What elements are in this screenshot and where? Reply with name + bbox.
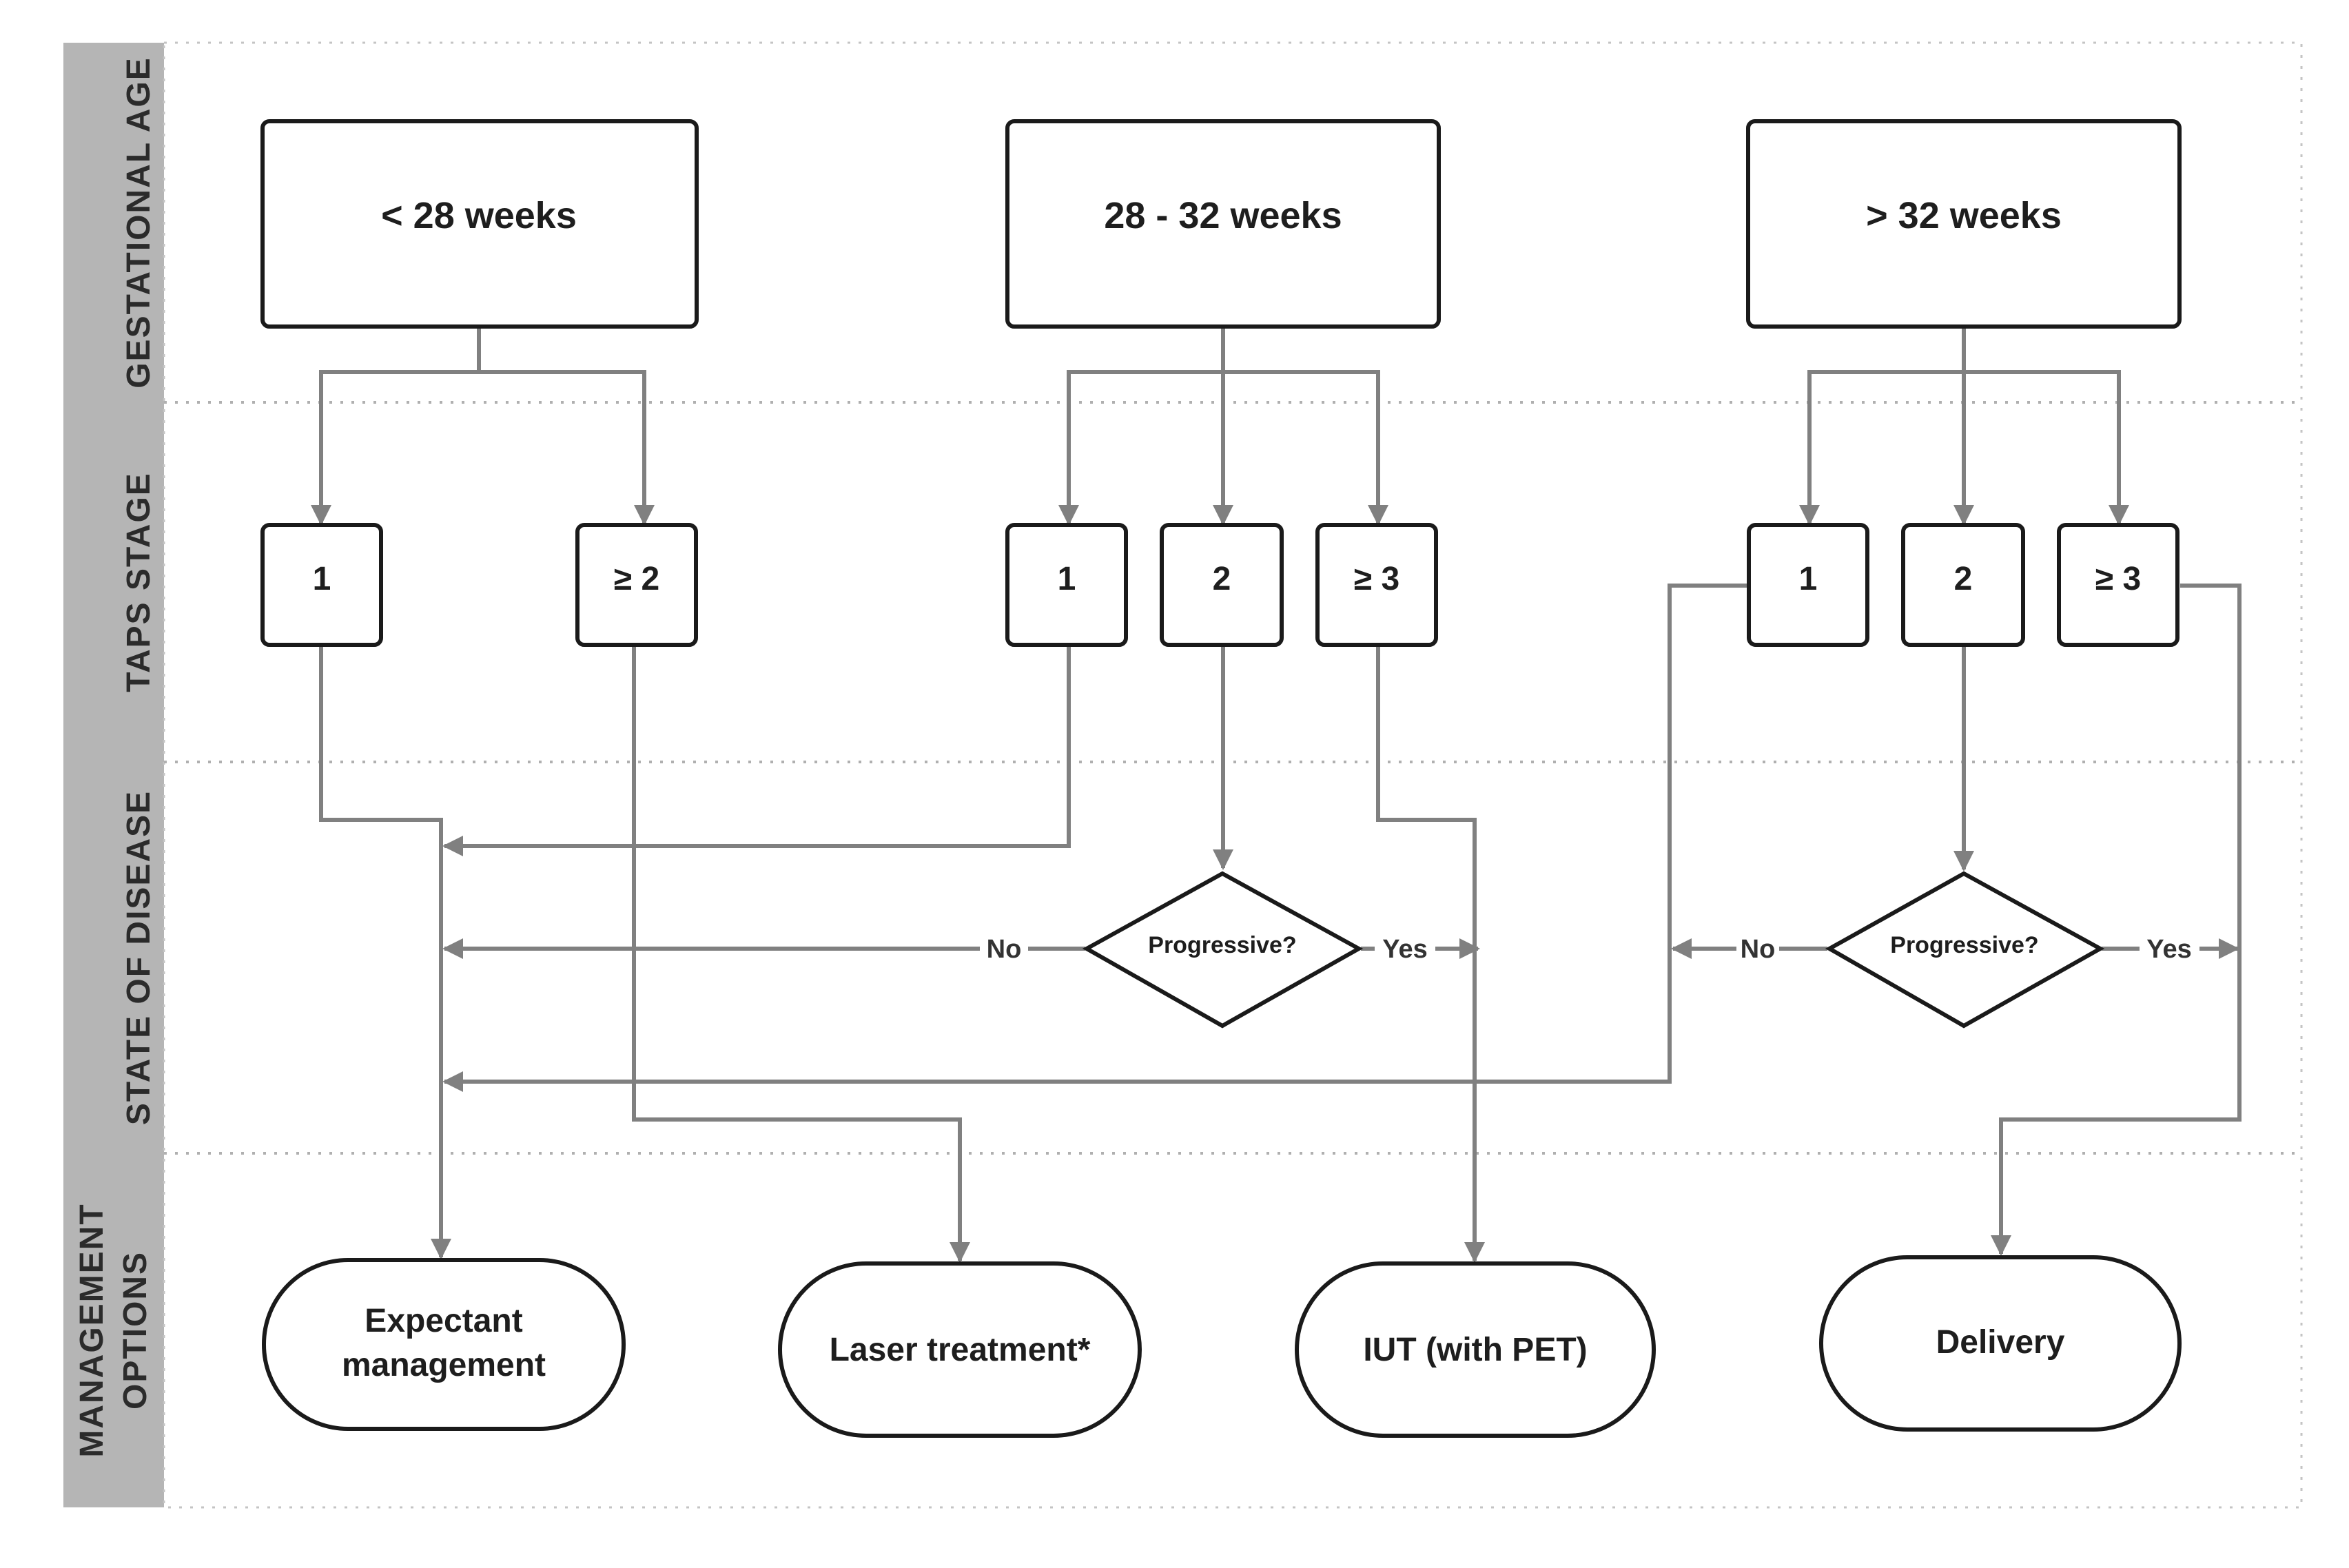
edge-gt32-to-stage1 <box>1799 327 1966 526</box>
outcome-expectant-management: Expectant management <box>262 1258 626 1431</box>
gestation-box-lt28: < 28 weeks <box>260 119 699 329</box>
stage-box-mid-2: 2 <box>1160 523 1284 647</box>
diagram-frame <box>163 41 2303 1509</box>
gestation-label-gt32: > 32 weeks <box>1866 195 2062 236</box>
edge-gt32-stage1-to-expectant <box>442 584 1747 1092</box>
edge-lt28-to-stage1 <box>311 327 481 526</box>
stage-box-lt28-2plus: ≥ 2 <box>575 523 698 647</box>
stage-box-mid-3plus: ≥ 3 <box>1315 523 1438 647</box>
edge-mid-stage1-to-expectant <box>442 646 1071 856</box>
stage-box-gt32-1: 1 <box>1747 523 1869 647</box>
stage-label: ≥ 3 <box>1354 561 1399 597</box>
outcome-delivery: Delivery <box>1819 1255 2182 1432</box>
edge-lt28-stage1-to-expectant <box>319 646 451 1259</box>
stage-box-gt32-2: 2 <box>1901 523 2025 647</box>
edge-lt28-to-stage2plus <box>479 370 655 526</box>
stage-label: 1 <box>1058 561 1076 597</box>
decision-question: Progressive? <box>1890 932 2038 958</box>
decision-question: Progressive? <box>1148 932 1296 958</box>
outcome-iut-with-pet: IUT (with PET) <box>1295 1261 1656 1438</box>
gestation-box-28-32: 28 - 32 weeks <box>1005 119 1441 329</box>
decision-progressive-mid: Progressive? <box>1082 871 1364 1029</box>
stage-box-gt32-3plus: ≥ 3 <box>2057 523 2179 647</box>
band-label-taps-stage: TAPS STAGE <box>121 472 157 692</box>
stage-label: 1 <box>313 561 331 597</box>
band-label-gestational-age: GESTATIONAL AGE <box>121 56 157 389</box>
edge-gt32-to-stage3 <box>1964 370 2129 526</box>
edge-mid-stage3-to-iut <box>1376 646 1485 1263</box>
edge-gt32-stage3-to-delivery <box>1991 584 2242 1256</box>
outcome-laser-treatment: Laser treatment* <box>778 1261 1142 1438</box>
outcome-expectant-line2: management <box>342 1347 546 1383</box>
decision-mid-no-label: No <box>987 935 1022 964</box>
stage-label: 1 <box>1799 561 1818 597</box>
edge-mid-to-stage1 <box>1058 327 1225 526</box>
outcome-iut-label: IUT (with PET) <box>1363 1332 1587 1368</box>
decision-mid-yes-label: Yes <box>1382 935 1428 964</box>
outcome-delivery-label: Delivery <box>1936 1324 2065 1361</box>
gestation-label-28-32: 28 - 32 weeks <box>1104 195 1342 236</box>
stage-label: 2 <box>1213 561 1231 597</box>
band-label-options: OPTIONS <box>117 1251 154 1410</box>
outcome-laser-label: Laser treatment* <box>830 1332 1091 1368</box>
stage-box-lt28-1: 1 <box>260 523 383 647</box>
gestation-label-lt28: < 28 weeks <box>381 195 577 236</box>
band-label-strip <box>63 43 164 1507</box>
edge-mid-to-stage3 <box>1223 370 1388 526</box>
decision-progressive-right: Progressive? <box>1825 871 2105 1029</box>
edge-lt28-stage2plus-to-laser <box>632 646 970 1263</box>
band-label-state-of-disease: STATE OF DISEASE <box>121 790 157 1125</box>
stage-box-mid-1: 1 <box>1005 523 1128 647</box>
outcome-expectant-line1: Expectant <box>365 1303 522 1339</box>
band-label-management: MANAGEMENT <box>74 1203 110 1457</box>
stage-label: 2 <box>1954 561 1973 597</box>
decision-right-yes-label: Yes <box>2146 935 2192 964</box>
edges <box>311 327 2242 1263</box>
stage-label: ≥ 3 <box>2095 561 2141 597</box>
stage-label: ≥ 2 <box>614 561 659 597</box>
decision-right-no-label: No <box>1741 935 1776 964</box>
gestation-box-gt32: > 32 weeks <box>1746 119 2182 329</box>
